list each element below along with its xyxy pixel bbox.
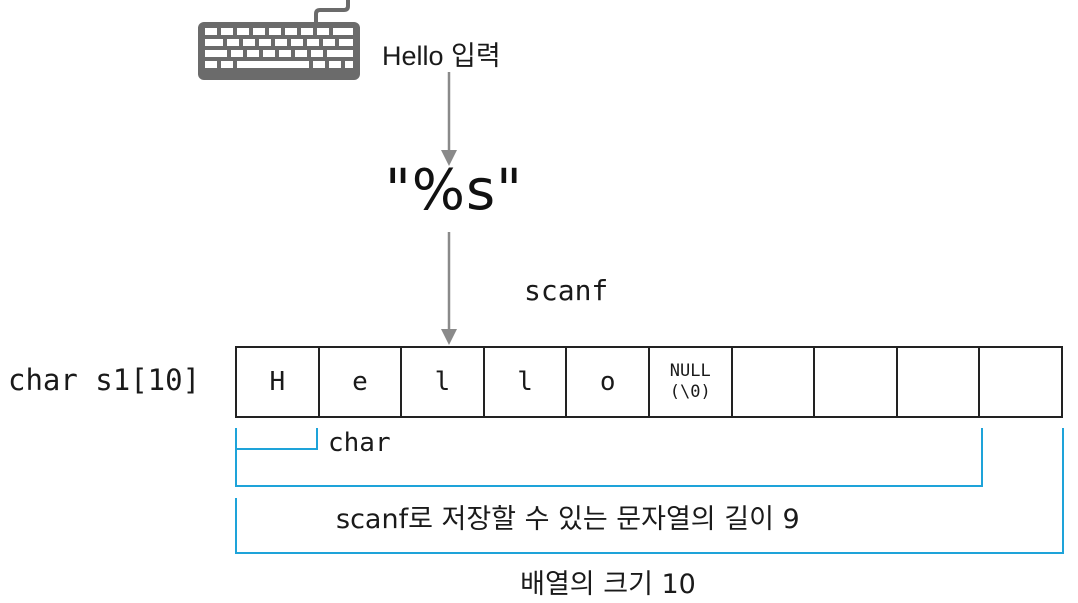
- arrowhead-icon: [441, 329, 457, 345]
- keyboard-icon: [198, 0, 360, 80]
- array-cell: e: [319, 346, 403, 418]
- array-cell: o: [567, 346, 650, 418]
- null-terminator-cell: NULL (\0): [649, 346, 733, 418]
- null-escape-label: (\0): [669, 382, 711, 402]
- array-cell: l: [484, 346, 568, 418]
- array-declaration: char s1[10]: [8, 363, 201, 397]
- string-length-label: scanf로 저장할 수 있는 문자열의 길이 9: [336, 504, 800, 535]
- null-label: NULL: [669, 360, 711, 381]
- cell-value: l: [434, 367, 451, 397]
- array-cell: l: [402, 346, 485, 418]
- cell-value: l: [517, 367, 533, 397]
- element-type-label: char: [328, 428, 391, 458]
- cell-value: o: [599, 367, 616, 397]
- array-cell: H: [237, 346, 320, 418]
- array-cell-empty: [732, 346, 816, 418]
- cell-value: H: [269, 367, 286, 397]
- array-cells: H e l l o NULL (\0): [235, 346, 1063, 418]
- input-label: Hello 입력: [382, 41, 501, 71]
- char-bracket: [235, 428, 318, 450]
- array-cell-empty: [897, 346, 981, 418]
- array-cell-empty: [980, 346, 1063, 418]
- array-size-label: 배열의 크기 10: [520, 569, 696, 600]
- format-specifier-label: "%s": [385, 158, 523, 223]
- scanf-function-label: scanf: [524, 274, 609, 307]
- array-cell-empty: [815, 346, 898, 418]
- cell-value: e: [352, 367, 368, 397]
